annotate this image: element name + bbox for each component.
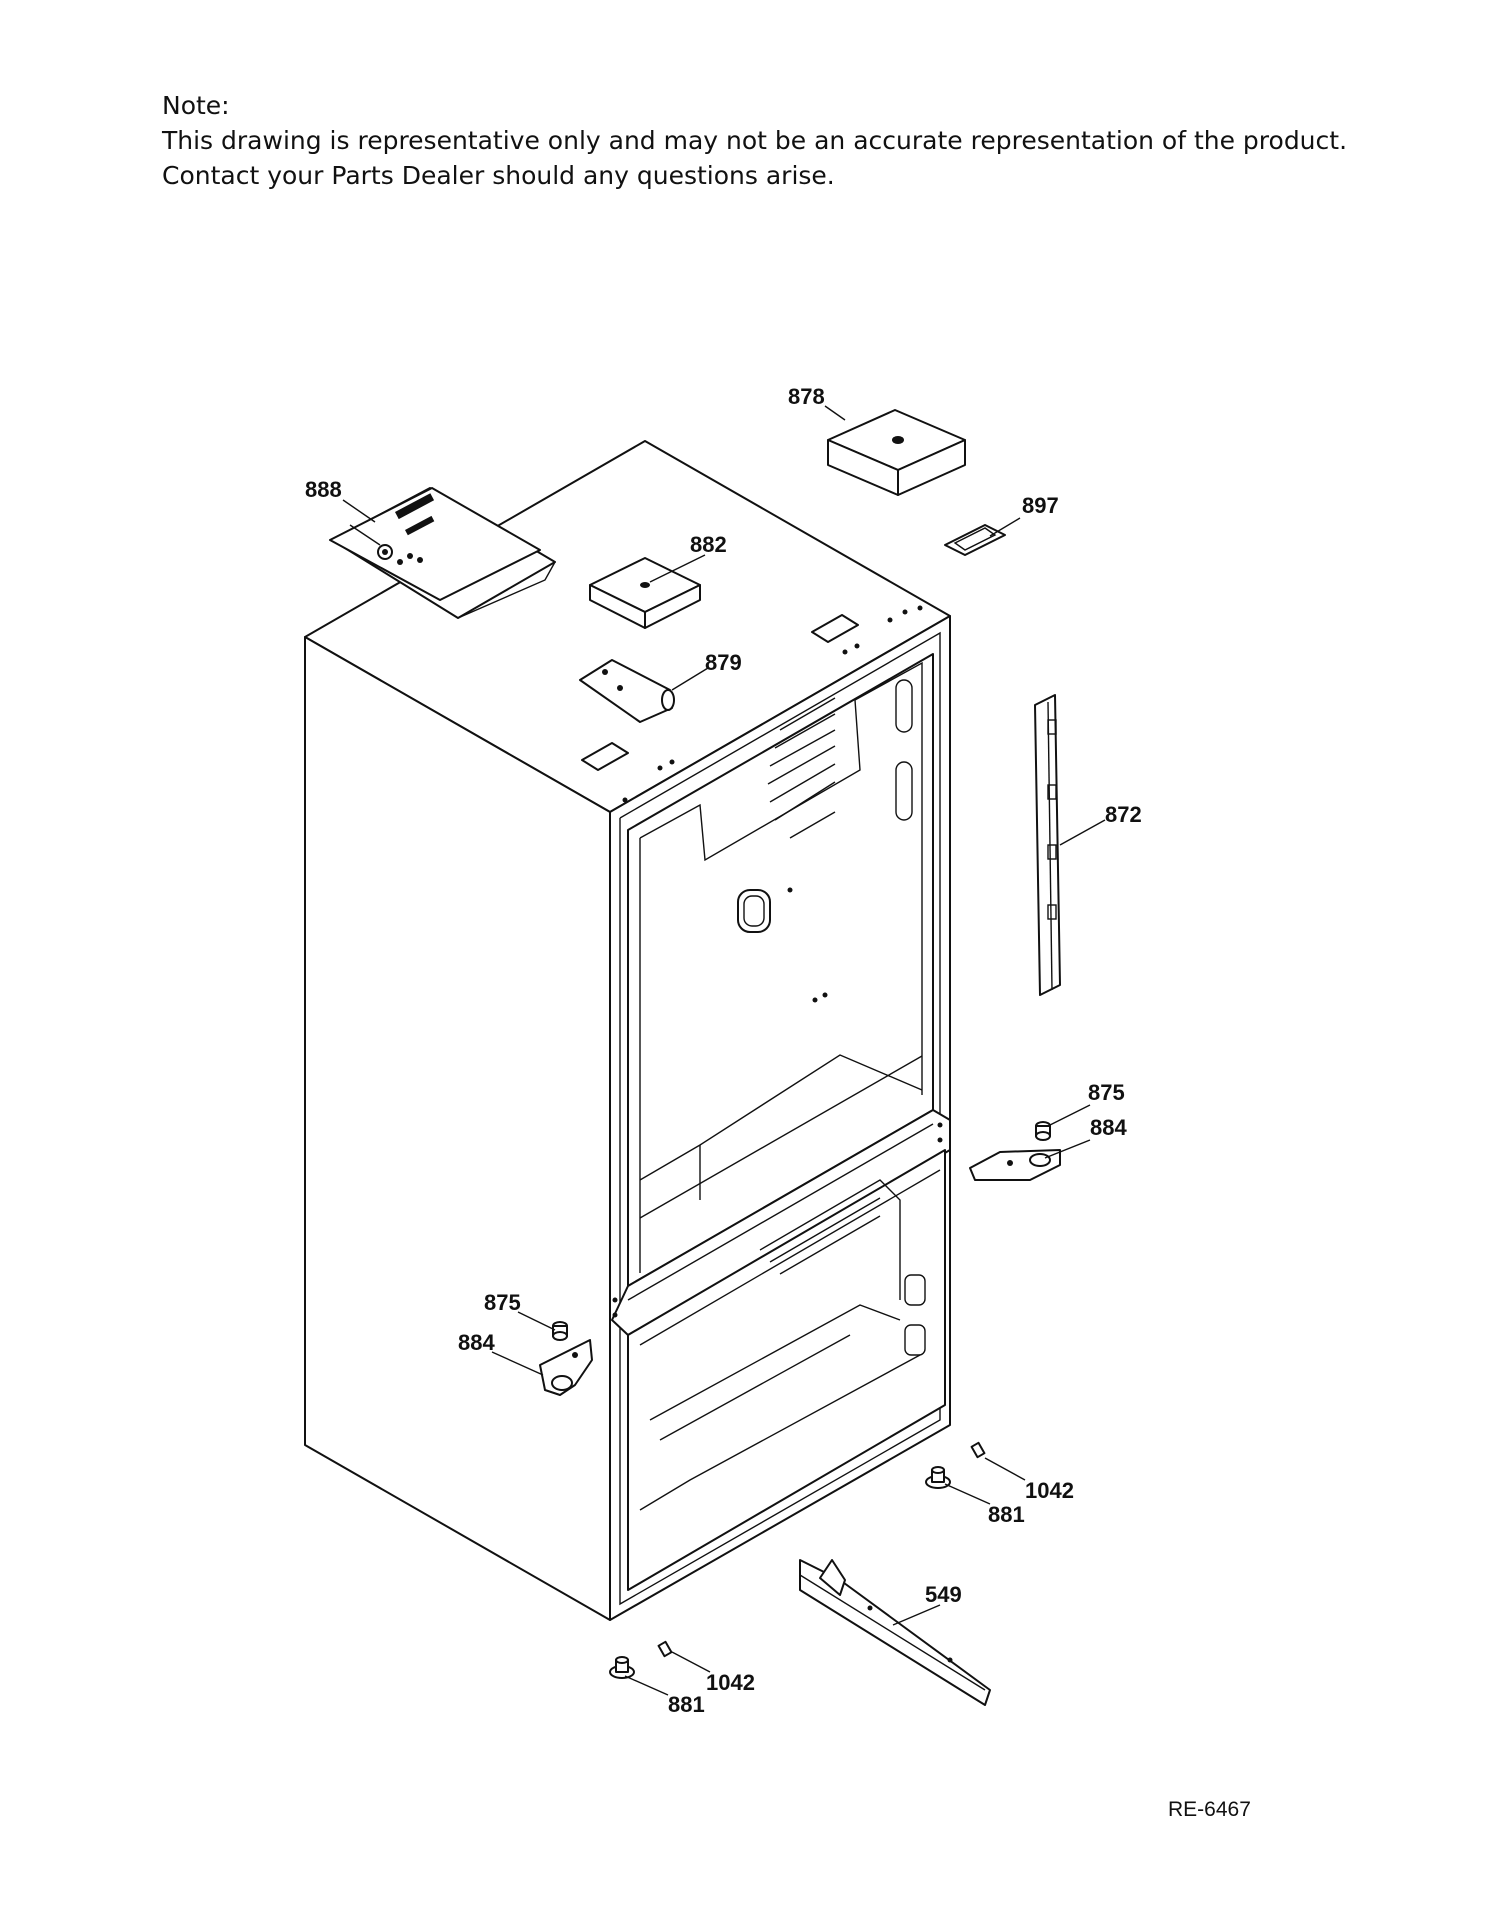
label-1042-right: 1042 — [1025, 1478, 1074, 1503]
drawing-reference-code: RE-6467 — [1168, 1798, 1251, 1821]
part-1042-screw-right — [970, 1441, 986, 1459]
part-884-center-hinge-right — [969, 1149, 1061, 1181]
label-872: 872 — [1105, 802, 1142, 827]
screw-holes — [612, 605, 943, 1318]
label-1042-bottom: 1042 — [706, 1670, 755, 1695]
part-879-top-hinge — [579, 659, 675, 723]
part-875-hinge-pin-left — [552, 1321, 568, 1341]
label-549: 549 — [925, 1582, 962, 1607]
label-881-bottom: 881 — [668, 1692, 705, 1717]
label-881-right: 881 — [988, 1502, 1025, 1527]
note-heading: Note: — [162, 91, 230, 120]
leader-lines — [342, 405, 1106, 1696]
part-884-center-hinge-left — [539, 1339, 593, 1396]
disclaimer-note: Note: This drawing is representative onl… — [162, 88, 1362, 193]
part-872-mullion-strip — [1034, 694, 1061, 996]
label-884-left: 884 — [458, 1330, 495, 1355]
label-875-right: 875 — [1088, 1080, 1125, 1105]
label-888: 888 — [305, 477, 342, 502]
part-1042-screw-bottom — [657, 1640, 673, 1658]
label-879: 879 — [705, 650, 742, 675]
air-vent-slots — [767, 697, 836, 839]
label-882: 882 — [690, 532, 727, 557]
label-875-left: 875 — [484, 1290, 521, 1315]
note-line-2: Contact your Parts Dealer should any que… — [162, 161, 835, 190]
label-897: 897 — [1022, 493, 1059, 518]
part-878-hinge-cover — [827, 409, 966, 496]
label-884-right: 884 — [1090, 1115, 1127, 1140]
part-881-leveling-leg-right — [925, 1466, 951, 1489]
part-549-kickplate — [799, 1559, 991, 1706]
refrigerator-cabinet — [304, 440, 951, 1621]
note-line-1: This drawing is representative only and … — [162, 126, 1348, 155]
part-881-leveling-leg-bottom — [609, 1656, 635, 1679]
part-number-labels: 878 897 888 882 879 872 875 884 875 884 … — [305, 384, 1142, 1717]
part-897-bracket — [944, 524, 1006, 556]
part-875-hinge-pin-right — [1035, 1121, 1051, 1141]
label-878: 878 — [788, 384, 825, 409]
part-888-literature-sheet — [329, 487, 556, 619]
